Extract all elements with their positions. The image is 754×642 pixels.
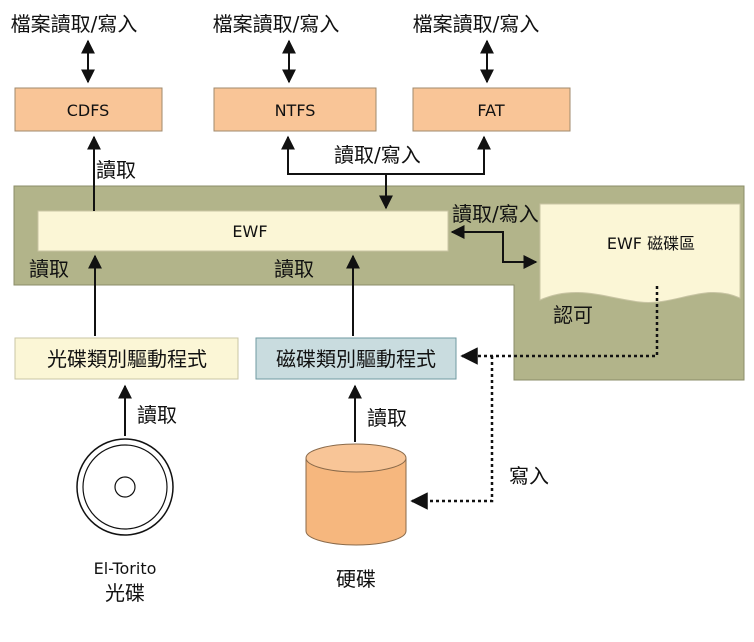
cdfs-label: CDFS xyxy=(67,101,110,120)
overlay-readwrite-arrow xyxy=(450,225,538,269)
cd-device-label-2: 光碟 xyxy=(105,581,145,605)
disk-driver-box xyxy=(255,337,457,380)
cdfs-read-label: 讀取 xyxy=(96,158,136,182)
ewf-volume-label: EWF 磁碟區 xyxy=(607,234,695,253)
ewf-bar xyxy=(37,210,449,252)
cd-driver-label: 光碟類別驅動程式 xyxy=(47,347,207,371)
cd-read-label: 讀取 xyxy=(137,403,177,427)
cdfs-box xyxy=(14,87,163,132)
disk-driver-label: 磁碟類別驅動程式 xyxy=(276,347,436,371)
fat-box xyxy=(412,87,571,132)
fat-label: FAT xyxy=(477,101,504,120)
approve-dotted-arrow xyxy=(460,286,659,365)
approve-label: 認可 xyxy=(553,303,593,327)
ewf-bar-label: EWF xyxy=(232,222,267,241)
write-dotted-arrow xyxy=(410,356,494,510)
hard-disk-cylinder-icon xyxy=(305,443,407,546)
cdfs-file-readwrite-label: 檔案讀取/寫入 xyxy=(11,12,138,36)
ntfs-box xyxy=(213,87,377,132)
fat-file-readwrite-label: 檔案讀取/寫入 xyxy=(413,12,540,36)
cd-disc-icon xyxy=(76,438,174,536)
cd-driver-box xyxy=(14,337,239,380)
left-read-label: 讀取 xyxy=(29,257,69,281)
hdd-read-label: 讀取 xyxy=(367,406,407,430)
ntfs-label: NTFS xyxy=(275,101,316,120)
overlay-readwrite-label: 讀取/寫入 xyxy=(452,202,539,226)
ntfs-file-readwrite-label: 檔案讀取/寫入 xyxy=(213,12,340,36)
center-read-label: 讀取 xyxy=(274,257,314,281)
cd-device-label-1: El-Torito xyxy=(94,559,157,578)
ewf-volume xyxy=(539,203,741,303)
write-label: 寫入 xyxy=(509,464,549,488)
fs-readwrite-label: 讀取/寫入 xyxy=(334,143,421,167)
hdd-label: 硬碟 xyxy=(336,567,376,591)
